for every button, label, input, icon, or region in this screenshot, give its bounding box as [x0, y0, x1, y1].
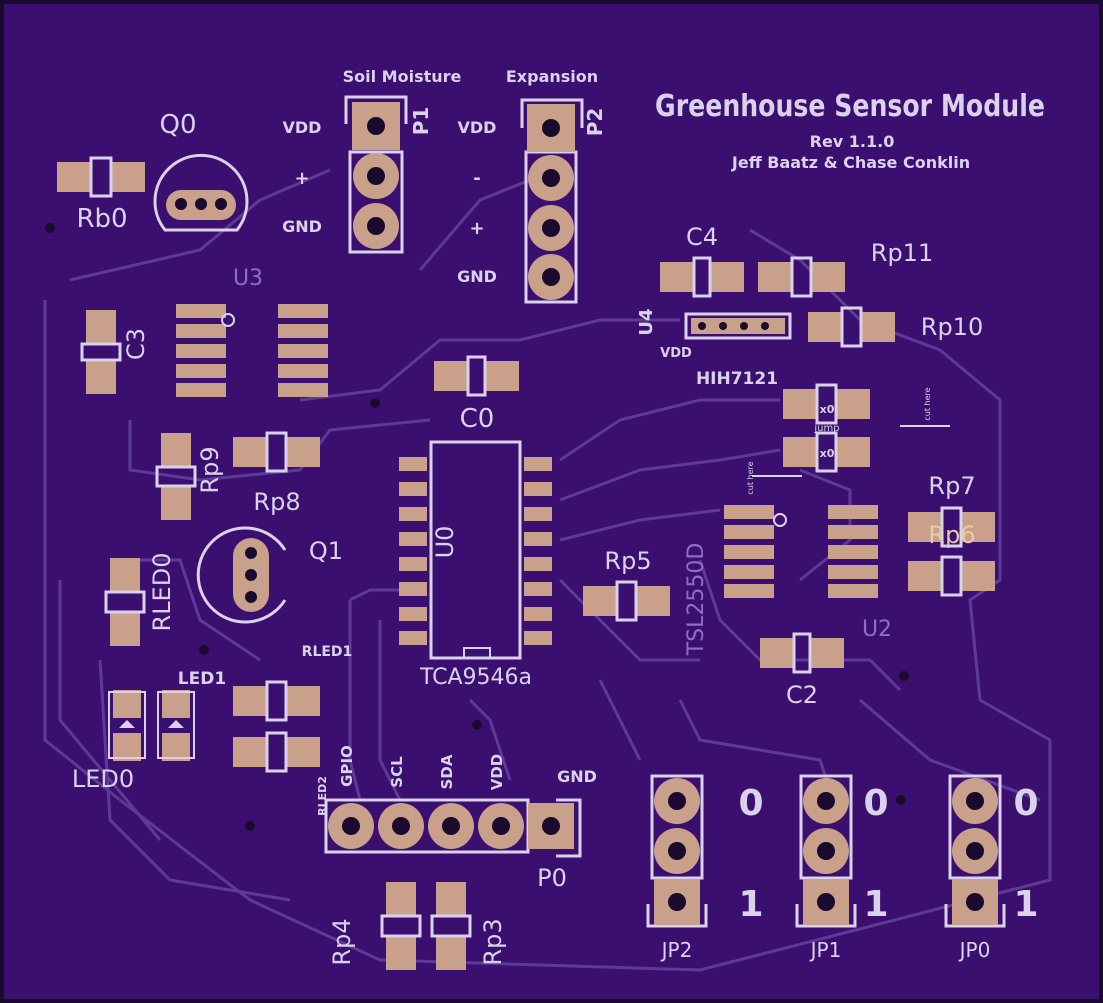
resistor-rp4: Rp4	[328, 882, 422, 970]
p0-pin-gpio: GPIO	[338, 745, 356, 787]
jp2-top-label: 0	[738, 783, 763, 824]
tca-label: TCA9546a	[419, 665, 532, 690]
p0-pin-vdd: VDD	[488, 754, 506, 791]
rp8-ref: Rp8	[253, 488, 300, 516]
c0-ref: C0	[460, 404, 495, 434]
u0-ref: U0	[431, 526, 459, 559]
jp2-bottom-label: 1	[738, 884, 763, 925]
p2-ref: P2	[583, 108, 607, 137]
resistor-rb0: Rb0	[57, 156, 145, 234]
sensor-u4: U4 VDD HIH7121	[636, 308, 792, 389]
chip-u2: TSL2550D U2	[684, 505, 892, 656]
led1-ref: LED1	[178, 669, 226, 689]
resistor-rled1: RLED1	[233, 644, 353, 773]
jumper-jp0: 0 1 JP0	[944, 774, 1039, 962]
resistor-rp7: Rp7	[908, 472, 995, 548]
chip-u0: U0 TCA9546a	[399, 440, 552, 690]
rp5-ref: Rp5	[604, 547, 651, 575]
p1-pin2-label: +	[294, 168, 309, 189]
p2-pin3-label: +	[469, 218, 484, 239]
tsl-label: TSL2550D	[684, 543, 709, 657]
resistor-rp6: Rp6	[908, 521, 995, 597]
jp0-bottom-label: 1	[1013, 884, 1038, 925]
header-p1: P1 VDD + GND	[282, 95, 433, 254]
p2-pin4-label: GND	[457, 267, 497, 286]
c3-ref: C3	[122, 328, 150, 360]
hih-label: HIH7121	[696, 369, 778, 389]
rb0-ref: Rb0	[76, 204, 127, 234]
x0-label-b: x0	[820, 447, 835, 460]
p0-pin-gnd: GND	[557, 767, 597, 786]
u2-ref: U2	[862, 617, 892, 642]
transistor-q1: Q1	[196, 526, 343, 624]
q0-ref: Q0	[159, 110, 196, 140]
rled0-ref: RLED0	[148, 553, 176, 632]
u3-ref: U3	[233, 266, 263, 291]
rp7-ref: Rp7	[928, 472, 975, 500]
jump-label: jump	[813, 423, 839, 434]
led-led0: LED0	[72, 690, 146, 793]
rp4-ref: Rp4	[328, 918, 356, 965]
x0-label-a: x0	[820, 403, 835, 416]
rled1-ref: RLED1	[302, 644, 353, 660]
rp11-ref: Rp11	[871, 239, 933, 267]
q1-ref: Q1	[309, 537, 343, 565]
soil-moisture-label: Soil Moisture	[343, 67, 462, 86]
header-p0: GPIO SCL SDA VDD GND RLED2 P0	[316, 745, 597, 892]
solder-jumpers: x0 jump x0 cut here cut here	[746, 383, 950, 495]
transistor-q0: Q0	[153, 110, 249, 232]
jumper-jp2: 0 1 JP2	[646, 774, 764, 962]
cut-label-1: cut here	[923, 387, 932, 420]
expansion-label: Expansion	[506, 67, 598, 86]
jp0-top-label: 0	[1013, 783, 1038, 824]
jp0-ref: JP0	[958, 938, 991, 962]
resistor-rp5: Rp5	[583, 547, 670, 622]
p0-ref: P0	[537, 864, 567, 892]
u4-ref: U4	[636, 308, 657, 335]
capacitor-c3: C3	[80, 310, 150, 394]
resistor-rp10: Rp10	[808, 306, 983, 348]
resistor-rp8: Rp8	[233, 431, 320, 516]
capacitor-c4: C4	[660, 223, 744, 298]
p0-pin-scl: SCL	[388, 756, 406, 788]
p1-ref: P1	[409, 107, 433, 136]
chip-u3: U3	[176, 266, 328, 397]
led0-ref: LED0	[72, 765, 134, 793]
p1-pin3-label: GND	[282, 217, 322, 236]
rp10-ref: Rp10	[921, 313, 983, 341]
c2-ref: C2	[786, 681, 818, 709]
board-title: Greenhouse Sensor Module	[655, 88, 1045, 124]
jp1-bottom-label: 1	[863, 884, 888, 925]
resistor-rp3: Rp3	[430, 882, 507, 970]
capacitor-c0: C0	[434, 355, 519, 434]
jumper-jp1: 0 1 JP1	[795, 774, 889, 962]
rp6-ref: Rp6	[928, 521, 975, 549]
resistor-rled0: RLED0	[104, 553, 176, 646]
jp1-top-label: 0	[863, 783, 888, 824]
c4-ref: C4	[686, 223, 718, 251]
capacitor-c2: C2	[760, 632, 844, 709]
p2-pin1-label: VDD	[458, 118, 497, 137]
rp9-ref: Rp9	[196, 446, 224, 493]
cut-label-2: cut here	[746, 461, 755, 494]
led-led1: LED1	[157, 669, 226, 761]
vias	[45, 223, 909, 831]
u4-vdd-label: VDD	[660, 346, 692, 361]
resistor-rp9: Rp9	[155, 433, 224, 520]
board-authors: Jeff Baatz & Chase Conklin	[731, 153, 970, 172]
rp3-ref: Rp3	[479, 918, 507, 965]
board-revision: Rev 1.1.0	[810, 132, 895, 151]
jp2-ref: JP2	[660, 938, 693, 962]
jp1-ref: JP1	[809, 938, 842, 962]
p0-pin-sda: SDA	[438, 754, 456, 789]
rled2-label: RLED2	[316, 776, 329, 816]
resistor-rp11: Rp11	[758, 239, 933, 298]
p2-pin2-label: -	[473, 168, 480, 189]
header-p2: P2 VDD - + GND	[457, 98, 607, 304]
p1-pin1-label: VDD	[283, 118, 322, 137]
